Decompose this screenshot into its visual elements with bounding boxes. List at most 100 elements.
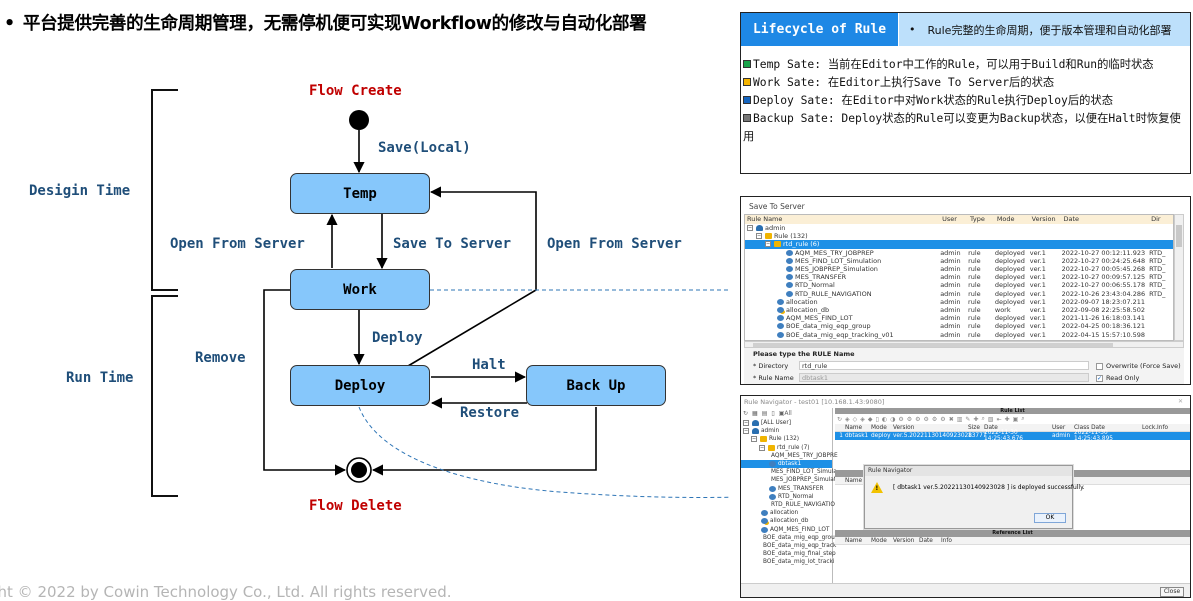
tree-node[interactable]: −admin (745, 224, 1173, 232)
readonly-checkbox[interactable]: ✓ (1096, 374, 1103, 382)
search-icon[interactable]: ⌕ (981, 415, 985, 422)
list-view-icon[interactable]: ▤ (761, 410, 768, 417)
collapse-toggle[interactable]: − (756, 233, 762, 240)
overwrite-checkbox[interactable] (1096, 362, 1103, 370)
refresh-icon[interactable]: ↻ (743, 410, 749, 417)
tree-node[interactable]: MES_JOBPREP_Simulati (741, 476, 838, 484)
column-header[interactable]: Type (969, 215, 985, 223)
column-header[interactable]: Mode (871, 424, 887, 431)
column-header[interactable]: Date (919, 537, 933, 544)
tree-node[interactable]: AQM_MES_TRY_JOBPRE (741, 452, 838, 460)
window-close-icon[interactable]: ✕ (1178, 398, 1184, 405)
tree-node[interactable]: RTD_RULE_NAVIGATIO (741, 501, 835, 509)
collapse-toggle[interactable]: − (759, 444, 765, 451)
tree-node[interactable]: BOE_data_mig_lot_tracki (741, 558, 834, 566)
tree-node[interactable]: BOE_data_mig_final_step (741, 550, 836, 558)
search-icon[interactable]: ⌕ (1021, 415, 1025, 422)
close-button[interactable]: Close (1160, 587, 1184, 597)
collapse-toggle[interactable]: − (743, 420, 749, 427)
column-header[interactable]: Date (984, 424, 998, 431)
ok-button[interactable]: OK (1034, 513, 1066, 523)
column-header[interactable]: Rule Name (747, 215, 783, 223)
tree-node[interactable]: MES_TRANSFER (741, 485, 832, 493)
column-header[interactable]: Lock.Info (1142, 424, 1169, 431)
tree-node[interactable]: −Rule (132) (741, 435, 832, 443)
collapse-toggle[interactable]: − (751, 436, 757, 443)
tree-node[interactable]: BOE_data_mig_eqp_grou (741, 534, 835, 542)
column-header[interactable]: Mode (871, 537, 887, 544)
column-header[interactable]: Version (893, 424, 915, 431)
tree-node[interactable]: −rtd_rule (7) (741, 444, 832, 452)
column-header[interactable]: User (942, 215, 957, 223)
tree-node[interactable]: AQM_MES_FIND_LOT (741, 525, 832, 533)
tool-icon[interactable]: ◇ (852, 415, 858, 423)
delete-icon[interactable]: ✖ (948, 415, 954, 423)
tree-node[interactable]: RTD_Normal (741, 493, 832, 501)
tool-icon[interactable]: ⚙ (923, 415, 929, 423)
tree-node[interactable]: BOE_data_mig_eqp_track (741, 542, 836, 550)
tool-icon[interactable]: ⚙ (898, 415, 904, 423)
page-icon[interactable]: ▯ (771, 410, 775, 417)
add-icon[interactable]: ✚ (1004, 415, 1010, 423)
save-icon[interactable]: ▥ (956, 415, 963, 423)
scrollbar-thumb[interactable] (1176, 225, 1182, 247)
tree-node[interactable]: −[ALL User] (741, 419, 832, 427)
rule-name-input[interactable]: dbtask1 (799, 373, 1089, 382)
collapse-toggle[interactable]: − (765, 241, 771, 248)
column-header[interactable]: Class Date (1074, 424, 1105, 431)
tool-icon[interactable]: ⚙ (906, 415, 913, 423)
refresh-icon[interactable]: ↻ (837, 415, 843, 423)
tool-icon[interactable]: ◑ (890, 415, 896, 423)
add-icon[interactable]: ✚ (973, 415, 979, 423)
vertical-scrollbar[interactable] (1174, 214, 1184, 341)
tool-icon[interactable]: ◈ (845, 415, 850, 423)
column-header[interactable]: Name (845, 477, 863, 484)
tool-icon[interactable]: ◆ (867, 415, 873, 423)
column-header[interactable]: Mode (996, 215, 1015, 223)
column-header[interactable]: Dir (1151, 215, 1161, 223)
scrollbar-thumb[interactable] (753, 343, 1113, 347)
tool-icon[interactable]: ⚙ (940, 415, 946, 423)
tree-node[interactable]: allocation (741, 509, 832, 517)
tree-node[interactable]: dbtask1 (741, 459, 832, 469)
tool-icon[interactable]: ✎ (965, 415, 971, 423)
column-header[interactable]: Date (1063, 215, 1080, 223)
column-header[interactable]: Name (845, 424, 863, 431)
collapse-toggle[interactable]: − (747, 225, 753, 232)
tool-icon[interactable]: ⇤ (996, 415, 1002, 423)
tool-icon[interactable]: ◈ (860, 415, 865, 423)
tool-icon[interactable]: ▧ (987, 415, 994, 423)
tree-node[interactable]: −Rule (132) (745, 232, 1173, 240)
tree-node[interactable]: MES_FIND_LOT_Simula (741, 468, 837, 476)
collapse-toggle[interactable]: − (743, 428, 749, 435)
tool-icon[interactable]: ⚙ (915, 415, 921, 423)
tool-icon[interactable]: ◐ (881, 415, 888, 423)
column-header[interactable]: Version (1031, 215, 1056, 223)
tree-node[interactable]: allocation_db (741, 517, 832, 525)
horizontal-scrollbar[interactable] (744, 341, 1184, 348)
tool-icon[interactable]: ▯ (875, 415, 879, 423)
column-header[interactable]: Info (941, 537, 952, 544)
column-header[interactable]: Size (968, 424, 980, 431)
tool-icon[interactable]: ▣ (1012, 415, 1019, 423)
tree-node[interactable]: −rtd_rule (6) (745, 240, 1173, 249)
column-header[interactable]: User (1052, 424, 1066, 431)
readonly-checkbox-row[interactable]: ✓Read Only (1096, 374, 1140, 382)
tree-view-icon[interactable]: ▦ (752, 410, 758, 417)
tree-node[interactable]: −admin (741, 427, 832, 435)
directory-input[interactable]: rtd_rule (799, 361, 1089, 370)
column-header[interactable]: Name (845, 537, 863, 544)
tool-icon[interactable]: ⚙ (931, 415, 938, 423)
show-all-button[interactable]: ▣All (778, 410, 792, 417)
